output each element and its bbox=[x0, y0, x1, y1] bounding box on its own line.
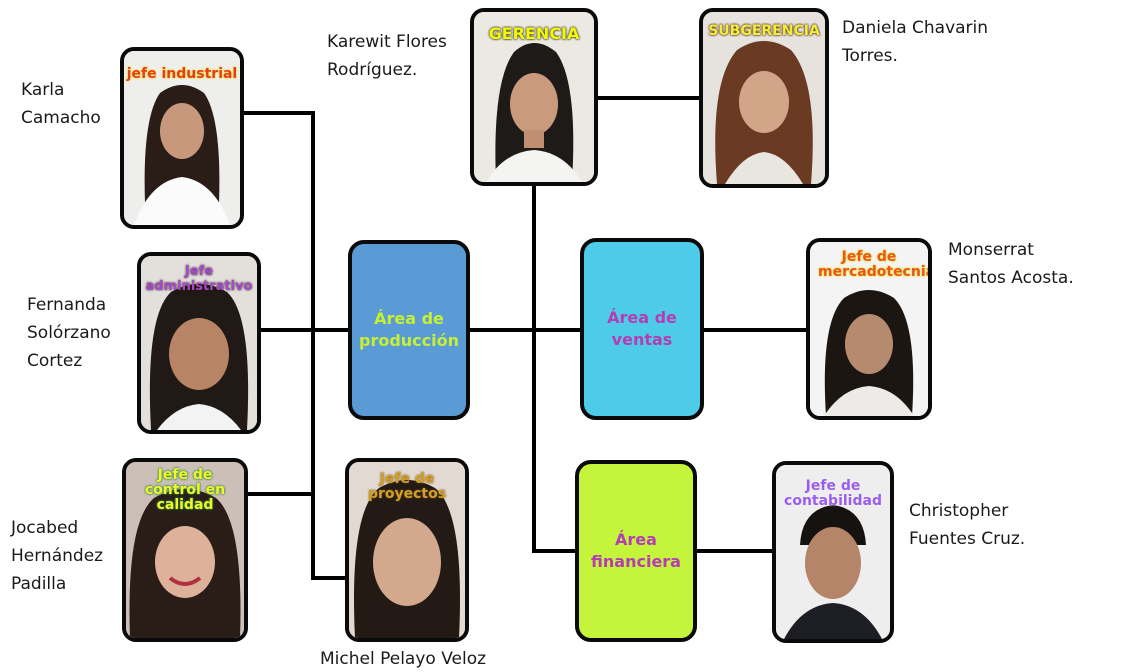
jefe-industrial-card: jefe industrial bbox=[120, 47, 244, 229]
subgerencia-card: SUBGERENCIA bbox=[699, 8, 829, 188]
area-produccion-box: Área de producción bbox=[348, 240, 470, 420]
jefe-proyectos-card: Jefe de proyectos bbox=[345, 458, 469, 642]
area-ventas-box: Área de ventas bbox=[580, 238, 704, 420]
jefe-contabilidad-card: Jefe de contabilidad bbox=[772, 461, 894, 643]
jefe-mercadotecnia-card: Jefe de mercadotecnia bbox=[806, 238, 932, 420]
jefe-administrativo-card: Jefe administrativo bbox=[137, 252, 261, 434]
jefe-proyectos-photo bbox=[349, 462, 465, 638]
jefe-industrial-name: Karla Camacho bbox=[21, 80, 101, 128]
jefe-industrial-role-label: jefe industrial bbox=[126, 66, 238, 82]
jefe-industrial-photo bbox=[124, 51, 240, 225]
subgerencia-photo bbox=[703, 12, 825, 184]
jefe-control-calidad-name: Jocabed Hernández Padilla bbox=[11, 518, 104, 594]
area-financiera-label: Área financiera bbox=[591, 530, 681, 571]
jefe-control-calidad-role-label: Jefe de control en calidad bbox=[144, 467, 226, 513]
area-ventas-label: Área de ventas bbox=[607, 308, 677, 349]
jefe-contabilidad-name: Christopher Fuentes Cruz. bbox=[909, 501, 1026, 549]
gerencia-role-label: GERENCIA bbox=[488, 24, 580, 43]
jefe-mercadotecnia-role-label: Jefe de mercadotecnia bbox=[818, 249, 932, 280]
subgerencia-role-label: SUBGERENCIA bbox=[708, 23, 820, 39]
jefe-control-calidad-card: Jefe de control en calidad bbox=[122, 458, 248, 642]
jefe-control-calidad-photo bbox=[126, 462, 244, 638]
jefe-administrativo-photo bbox=[141, 256, 257, 430]
jefe-mercadotecnia-photo bbox=[810, 242, 928, 416]
gerencia-photo bbox=[474, 12, 594, 182]
area-produccion-label: Área de producción bbox=[358, 309, 459, 350]
jefe-administrativo-role-label: Jefe administrativo bbox=[145, 264, 253, 294]
subgerencia-name: Daniela Chavarin Torres. bbox=[842, 18, 989, 66]
jefe-contabilidad-photo bbox=[776, 465, 890, 639]
jefe-contabilidad-role-label: Jefe de contabilidad bbox=[784, 478, 882, 509]
gerencia-card: GERENCIA bbox=[470, 8, 598, 186]
jefe-mercadotecnia-name: Monserrat Santos Acosta. bbox=[948, 240, 1074, 288]
area-financiera-box: Área financiera bbox=[575, 460, 697, 642]
gerencia-name: Karewit Flores Rodríguez. bbox=[327, 32, 447, 80]
jefe-proyectos-name: Michel Pelayo Veloz bbox=[320, 649, 487, 669]
jefe-administrativo-name: Fernanda Solórzano Cortez bbox=[27, 295, 111, 371]
jefe-proyectos-role-label: Jefe de proyectos bbox=[367, 471, 447, 502]
